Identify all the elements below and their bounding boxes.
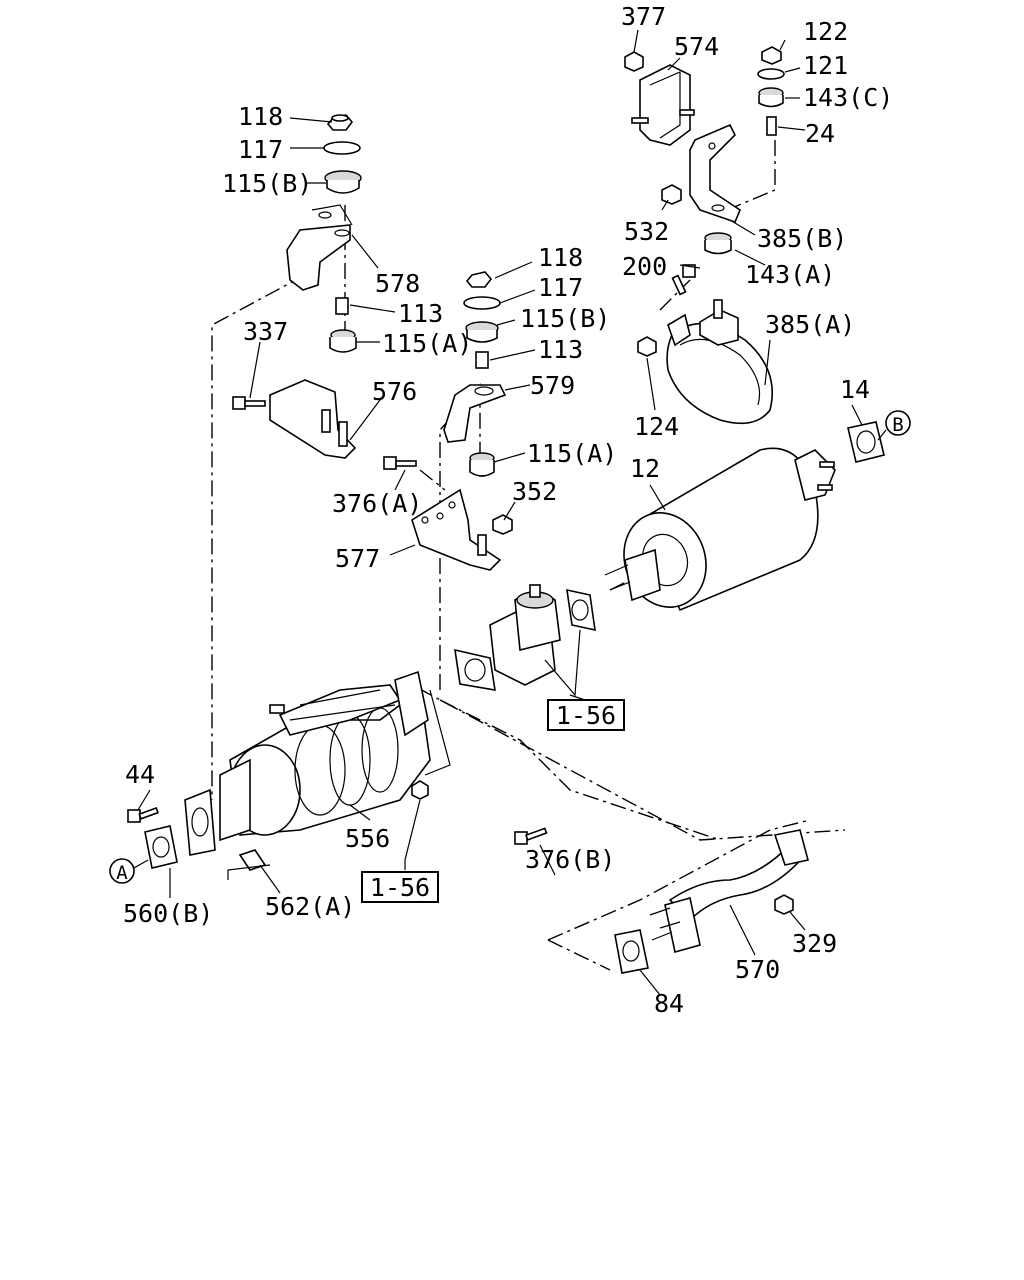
bolt-337	[232, 396, 266, 410]
nut-556-side	[411, 780, 429, 800]
label-24: 24	[805, 119, 835, 148]
ref-box-label: 1-56	[556, 701, 616, 730]
right-hanger-assembly	[624, 46, 785, 255]
washer-117-mid	[463, 296, 501, 310]
marker-label: B	[892, 414, 903, 436]
label-12: 12	[630, 454, 660, 483]
gasket-14	[847, 421, 885, 463]
label-118-left: 118	[238, 102, 283, 131]
washer-117-left	[323, 141, 361, 155]
nut-377	[624, 51, 644, 72]
label-118-mid: 118	[538, 243, 583, 272]
label-14: 14	[840, 375, 870, 404]
label-113-mid: 113	[538, 335, 583, 364]
label-376a: 376(A)	[332, 489, 422, 518]
washer-121	[757, 68, 785, 80]
bolt-200	[671, 264, 696, 296]
ref-box-1-56-lower[interactable]: 1-56	[361, 871, 439, 903]
part-labels: 377 574 122 121 143(C) 24 118 117 115(B)…	[123, 2, 893, 1018]
bracket-576	[269, 379, 357, 459]
label-570: 570	[735, 955, 780, 984]
label-329: 329	[792, 929, 837, 958]
collar-113-mid	[475, 351, 489, 369]
label-143a: 143(A)	[745, 260, 835, 289]
left-mount-assembly	[232, 114, 362, 459]
label-385a: 385(A)	[765, 310, 855, 339]
label-115b-mid: 115(B)	[520, 304, 610, 333]
label-122: 122	[803, 17, 848, 46]
ref-box-label: 1-56	[370, 873, 430, 902]
label-574: 574	[674, 32, 719, 61]
marker-label: A	[116, 862, 128, 884]
collar-113-left	[335, 297, 349, 315]
label-44: 44	[125, 760, 155, 789]
muffler-12	[604, 447, 836, 612]
bracket-579	[443, 384, 507, 443]
label-532: 532	[624, 217, 669, 246]
nut-118-left	[326, 114, 354, 131]
label-576: 576	[372, 377, 417, 406]
bush-143c	[758, 87, 784, 108]
nut-532	[661, 184, 682, 205]
pipe-570	[649, 829, 809, 954]
gasket-560b	[144, 825, 178, 869]
converter-556	[184, 670, 451, 880]
label-352: 352	[512, 477, 557, 506]
nut-122	[761, 46, 782, 65]
label-376b: 376(B)	[525, 845, 615, 874]
pin-24	[766, 116, 777, 136]
bush-143a	[704, 232, 732, 255]
marker-a: A	[109, 858, 149, 884]
label-556: 556	[345, 824, 390, 853]
label-562a: 562(A)	[265, 892, 355, 921]
exhaust-valve-assembly	[454, 584, 596, 697]
middle-mount-assembly	[383, 271, 513, 571]
clamp-385a	[637, 264, 773, 425]
label-377: 377	[621, 2, 666, 31]
gasket-84	[614, 929, 649, 974]
label-84: 84	[654, 989, 684, 1018]
label-121: 121	[803, 51, 848, 80]
label-578: 578	[375, 269, 420, 298]
bolt-44	[127, 806, 159, 823]
label-560b: 560(B)	[123, 899, 213, 928]
label-337: 337	[243, 317, 288, 346]
bracket-385b	[689, 123, 741, 223]
bracket-574	[631, 64, 695, 146]
label-143c: 143(C)	[803, 83, 893, 112]
label-117-left: 117	[238, 135, 283, 164]
label-117-mid: 117	[538, 273, 583, 302]
bolt-376b	[514, 827, 548, 845]
nut-329	[774, 894, 794, 915]
nut-118-mid	[465, 271, 493, 288]
bush-115a-left	[329, 329, 357, 353]
leader-lines	[137, 29, 863, 996]
label-113-left: 113	[398, 299, 443, 328]
bracket-578	[286, 204, 353, 291]
label-200: 200	[622, 252, 667, 281]
label-115a-mid: 115(A)	[527, 439, 617, 468]
label-124: 124	[634, 412, 679, 441]
label-115b-left: 115(B)	[222, 169, 312, 198]
bush-115a-mid	[469, 452, 495, 477]
marker-b: B	[877, 410, 911, 441]
label-577: 577	[335, 544, 380, 573]
label-115a-left: 115(A)	[382, 329, 472, 358]
nut-352	[492, 514, 513, 535]
label-579: 579	[530, 371, 575, 400]
bush-115b-left	[324, 170, 362, 194]
nut-124	[637, 336, 657, 357]
bolt-376a	[383, 456, 417, 470]
label-385b: 385(B)	[757, 224, 847, 253]
bush-115b-mid	[465, 321, 499, 343]
ref-box-1-56-upper[interactable]: 1-56	[547, 699, 625, 731]
bracket-577	[411, 488, 502, 571]
